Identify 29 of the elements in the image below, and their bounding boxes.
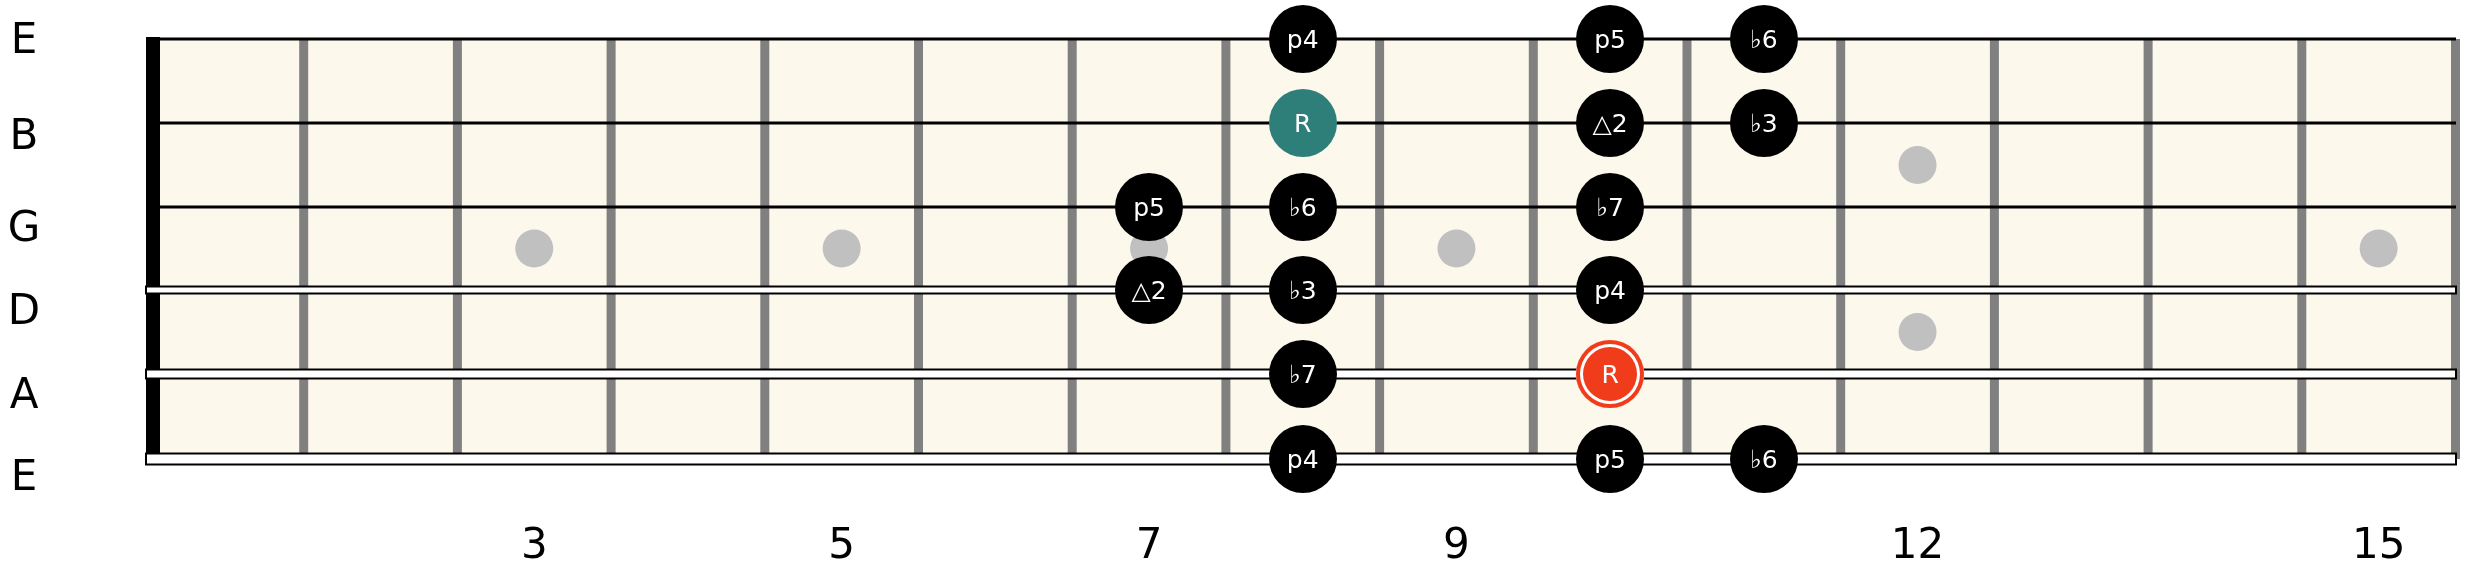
interval-label: ♭6 [1750, 446, 1778, 472]
interval-label: p5 [1594, 26, 1627, 52]
interval-label: ♭7 [1288, 361, 1317, 387]
interval-label: ♭3 [1288, 277, 1317, 303]
fret-number: 15 [2351, 523, 2406, 565]
fret-number: 3 [520, 523, 548, 565]
interval-label: ♭6 [1750, 26, 1778, 52]
string-name: E [10, 455, 38, 497]
interval-label: p4 [1594, 277, 1627, 303]
interval-label: △2 [1592, 110, 1628, 136]
string-name: E [10, 18, 38, 60]
interval-label: p5 [1594, 446, 1627, 472]
interval-label: ♭3 [1750, 110, 1778, 136]
string-name: D [7, 289, 41, 331]
interval-label: p5 [1133, 194, 1165, 220]
interval-label: R [1601, 361, 1619, 387]
fret-number: 9 [1443, 523, 1470, 565]
interval-label: ♭7 [1596, 194, 1624, 220]
fret-number: 5 [828, 523, 855, 565]
interval-label: p4 [1286, 446, 1319, 472]
interval-label: △2 [1131, 277, 1167, 303]
fret-number: 7 [1135, 523, 1163, 565]
string-name: B [9, 114, 39, 156]
fret-number: 12 [1890, 523, 1945, 565]
interval-label: ♭6 [1288, 194, 1317, 220]
string-name: G [7, 206, 41, 248]
interval-label: R [1294, 110, 1312, 136]
string-name: A [9, 373, 39, 415]
interval-label: p4 [1286, 26, 1319, 52]
